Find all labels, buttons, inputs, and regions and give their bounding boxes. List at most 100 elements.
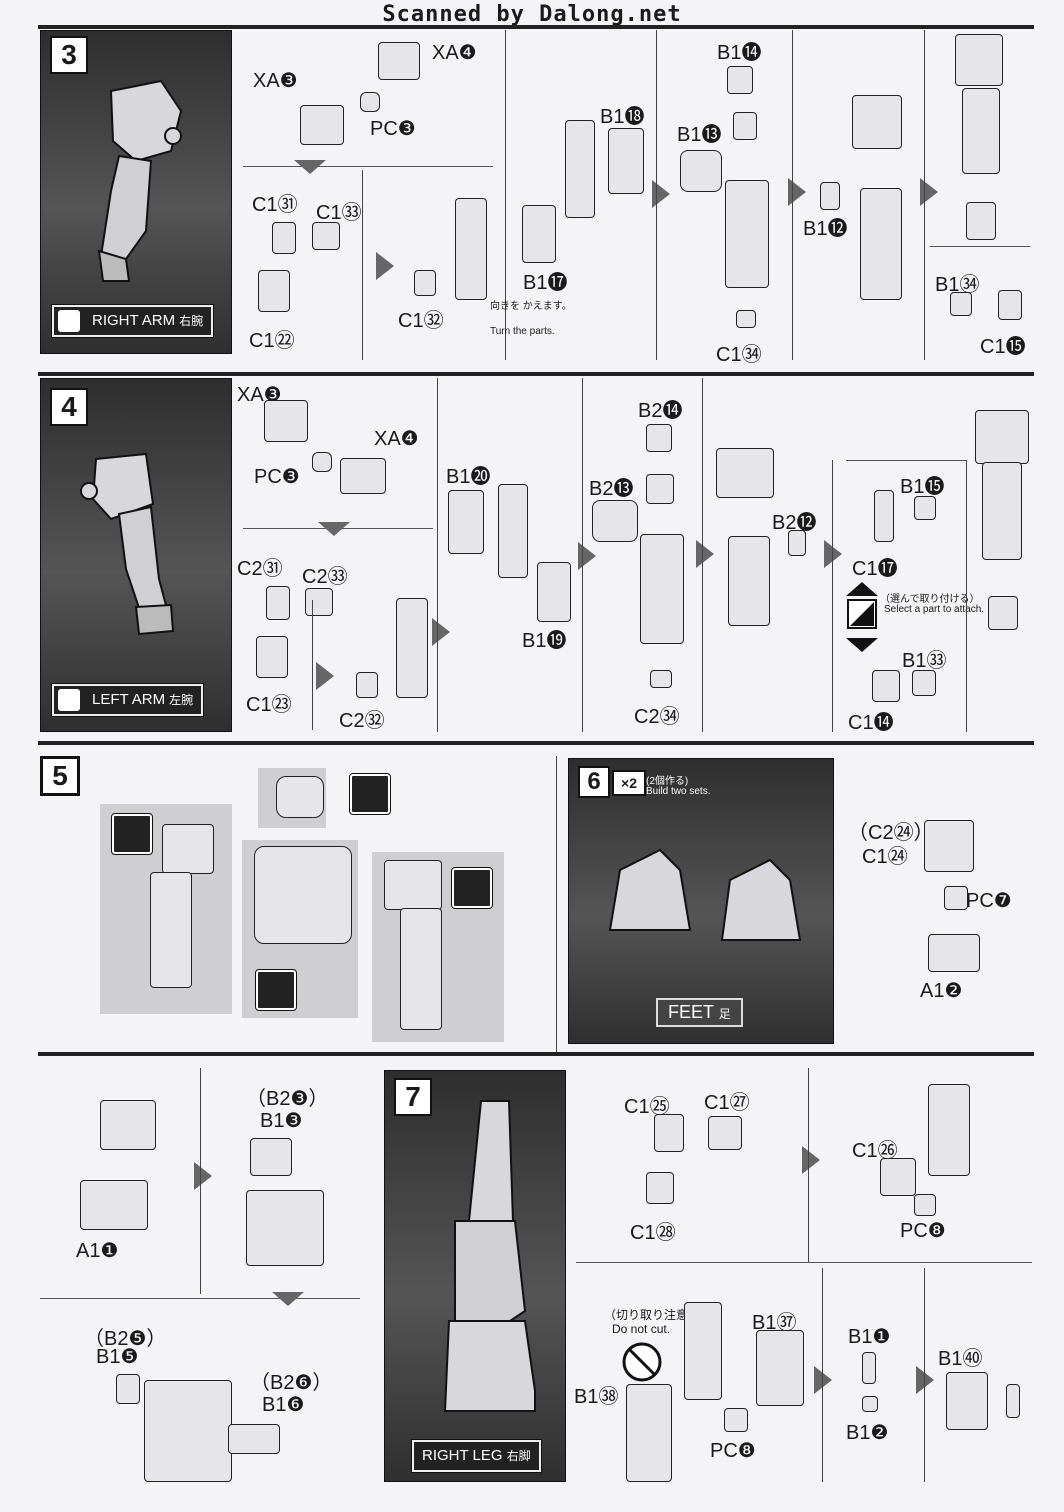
part-c1-25 [654,1114,684,1152]
turn-note-jp: 向きを かえます。 [490,301,572,312]
part-label: B2⓬ [772,512,817,534]
part-c1-24 [924,820,974,872]
right-arrow [376,252,394,280]
foot-assembly [246,1190,324,1266]
part-label: XA❸ [253,70,298,92]
scan-credit: Scanned by Dalong.net [382,2,682,27]
step3-panel [40,30,232,354]
part-c1-26 [880,1158,916,1196]
part-b1-19 [537,562,571,622]
select-note-en: Select a part to attach. [884,604,985,615]
assembly-arm [860,188,902,300]
part-label: C1㉕ [624,1096,670,1118]
step-divider [656,30,657,360]
part-c1-15 [998,290,1022,320]
foot-assembly [144,1380,232,1482]
part-label: B1⓯ [900,476,945,498]
part-b1-20 [448,490,484,554]
part-b1-37 [756,1330,804,1406]
part-xa3 [300,105,344,145]
assembly-arm [640,534,684,644]
arm-icon [111,813,153,855]
select-icon [846,582,878,652]
assembly-forearm [396,598,428,698]
substep-divider [362,170,363,360]
part-label: B1❺ [96,1346,139,1368]
shoulder-block [716,448,774,498]
part-label: （B2❸） [246,1088,329,1110]
step7-number: 7 [394,1078,432,1116]
part-label: C1㉜ [398,310,444,332]
assembly-arm [962,88,1000,174]
part-label: B1⓬ [803,218,848,240]
part-c2-34 [650,670,672,688]
part-c1-17 [874,490,894,542]
step6-badge-jp: 足 [718,1007,731,1021]
hand-part [966,202,996,240]
step-divider [792,30,793,360]
part-label: C2㉛ [237,558,283,580]
sets-jp: (2個作る) [646,776,689,787]
shoulder-block [852,95,902,149]
down-arrow [318,522,350,536]
right-arrow [802,1146,820,1174]
part-label: B1❶ [848,1326,891,1348]
part-label: C1㉒ [249,330,295,352]
part-label: （B2❻） [250,1372,333,1394]
part-b1-1 [862,1352,876,1384]
select-note-jp: （選んで取り付ける） [880,594,980,605]
part-pc7 [944,886,968,910]
part-label: B1❷ [846,1422,889,1444]
part-label: B1⓴ [446,466,491,488]
assembly-arm [725,180,769,288]
part-label: C1⓯ [980,336,1026,358]
part-label: （B2❺） [84,1328,167,1350]
part-label: A1❶ [76,1240,119,1262]
part-label: C2㉞ [634,706,680,728]
part-b2-12 [788,530,806,556]
part-c2-32 [356,672,378,698]
part-c1-22 [258,270,290,312]
left-arm [400,908,442,1030]
part-b1-14 [727,66,753,94]
part-c1-31 [272,222,296,254]
sets-en: Build two sets. [646,786,711,797]
part-c1-28 [646,1172,674,1204]
part-xa4 [378,42,420,80]
part-b1-18 [608,128,644,194]
cut-note-en: Do not cut. [612,1322,671,1336]
part-a1-1 [80,1180,148,1230]
part-label: C1㉛ [252,194,298,216]
part-pc8 [914,1194,936,1216]
part-xa3 [264,400,308,442]
part-label: C1㉞ [716,344,762,366]
right-arm-illustration [97,79,183,282]
step4-badge-jp: 左腕 [169,693,194,707]
part-label: C2㉜ [339,710,385,732]
step-divider [702,378,703,732]
right-arrow [788,178,806,206]
divider-4-5 [38,741,1034,745]
right-arrow [824,540,842,568]
part-b1-5 [116,1374,140,1404]
right-leg-illustration [443,1100,536,1412]
part-a1-2 [928,934,980,972]
part-pc3 [360,92,380,112]
step4-badge-label: LEFT ARM [92,691,166,708]
torso-icon [255,969,297,1011]
part-label: XA❹ [374,428,419,450]
part-label: C1⓱ [852,558,898,580]
part-c1-27 [708,1116,742,1150]
part-label: B2⓭ [589,478,634,500]
down-arrow [272,1292,304,1306]
step-divider [505,30,506,360]
part-label: C1㉓ [246,694,292,716]
shoulder-block [955,34,1003,86]
step7-panel [384,1070,566,1482]
substep-divider [822,1268,823,1482]
part-label: B1⓱ [523,272,568,294]
foot-top-part [100,1100,156,1150]
